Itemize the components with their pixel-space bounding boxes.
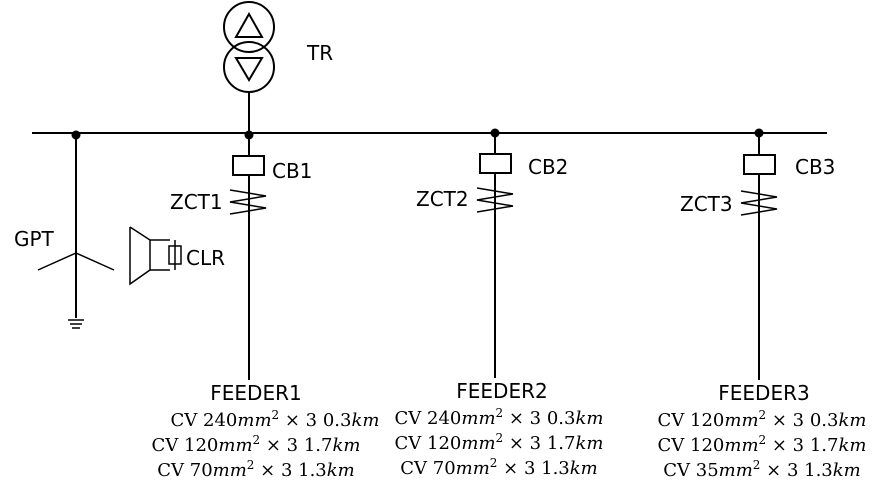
- feeder-2-name: FEEDER2: [456, 379, 547, 403]
- feeder-2-cable-2: CV 120mm2 × 3 1.7km: [395, 431, 604, 454]
- zct-coil-icon: [229, 189, 267, 215]
- feeder-1-cable-2: CV 120mm2 × 3 1.7km: [152, 433, 361, 456]
- clr-symbol: [129, 226, 182, 286]
- gpt-label: GPT: [14, 227, 55, 251]
- feeder-3-cable-3: CV 35mm2 × 3 1.3km: [663, 458, 861, 481]
- delta-icon: [234, 11, 264, 38]
- resistor-icon: [168, 245, 182, 265]
- feeder-1-cable-1: CV 240mm2 × 3 0.3km: [171, 408, 380, 431]
- feeder-2-zct-label: ZCT2: [416, 187, 469, 211]
- ground-icon: [68, 319, 84, 329]
- breaker-icon: [743, 154, 776, 175]
- gpt-branch: [37, 130, 182, 329]
- feeder-3-cable-2: CV 120mm2 × 3 1.7km: [658, 433, 867, 456]
- feeder-1-cable-3: CV 70mm2 × 3 1.3km: [157, 458, 355, 481]
- gpt-wye-right: [75, 252, 115, 271]
- feeder-1-cb-label: CB1: [272, 159, 312, 183]
- feeder-3-cable-1: CV 120mm2 × 3 0.3km: [658, 408, 867, 431]
- feeder-1-zct-label: ZCT1: [170, 190, 223, 214]
- zct-coil-icon: [740, 190, 778, 216]
- feeder-3-zct-label: ZCT3: [680, 192, 733, 216]
- zct-coil-icon: [476, 187, 514, 213]
- feeder-3-name: FEEDER3: [718, 381, 809, 405]
- transformer-primary-winding: [223, 1, 275, 53]
- transformer-label: TR: [306, 41, 333, 65]
- breaker-icon: [232, 155, 265, 176]
- feeder-2-branch: [476, 128, 514, 378]
- feeder-2-cb-label: CB2: [528, 155, 568, 179]
- feeder-3-branch: [740, 128, 778, 380]
- clr-label: CLR: [186, 246, 225, 270]
- gpt-wye-left: [37, 252, 77, 271]
- feeder-3-cb-label: CB3: [795, 155, 835, 179]
- feeder-2-cable-1: CV 240mm2 × 3 0.3km: [395, 406, 604, 429]
- feeder-1-name: FEEDER1: [210, 381, 301, 405]
- breaker-icon: [479, 153, 512, 174]
- wye-icon: [234, 57, 264, 82]
- feeder-1-branch: [229, 130, 267, 380]
- transformer-secondary-winding: [223, 41, 275, 93]
- feeder-2-cable-3: CV 70mm2 × 3 1.3km: [400, 456, 598, 479]
- transformer-symbol: [223, 1, 275, 133]
